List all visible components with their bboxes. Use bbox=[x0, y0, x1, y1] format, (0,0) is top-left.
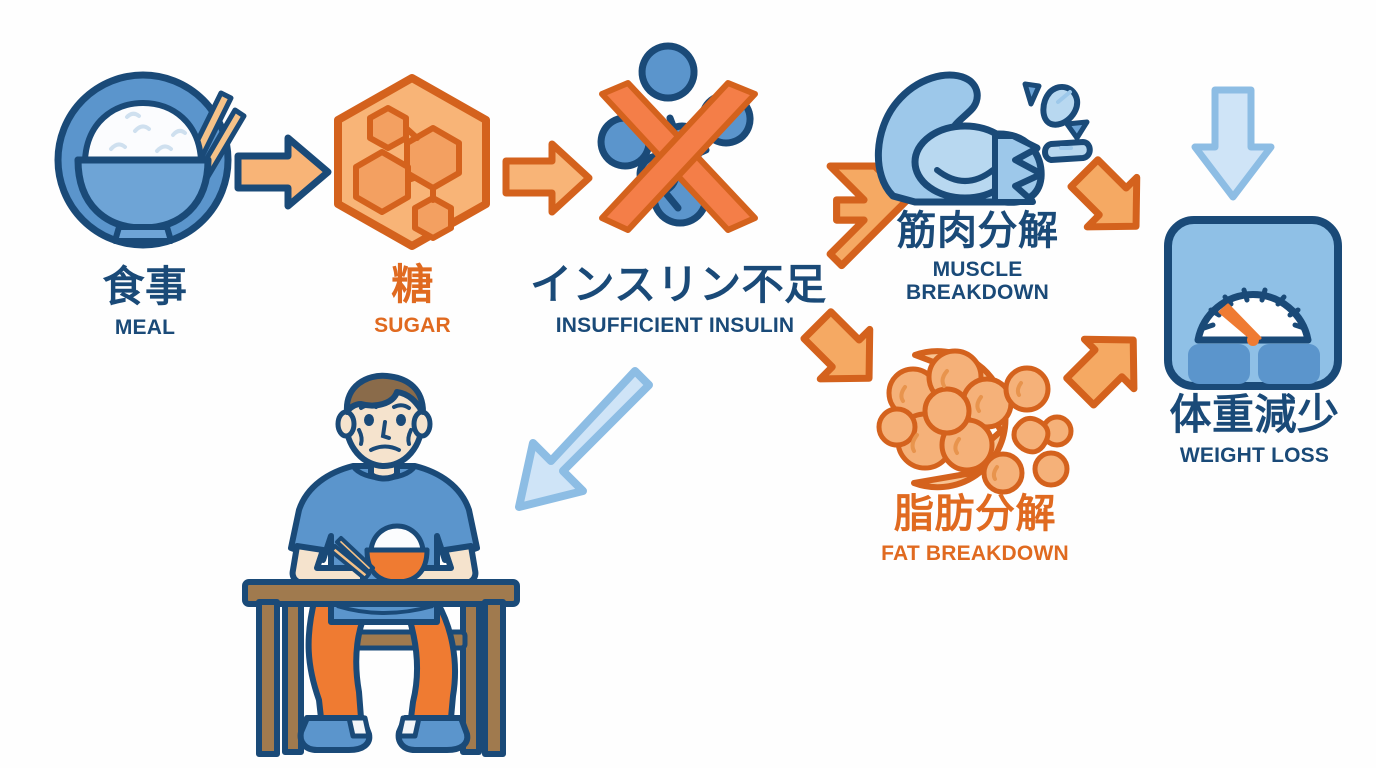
node-person-eating[interactable] bbox=[242, 370, 575, 760]
node-muscle-breakdown[interactable]: 筋肉分解 MUSCLE BREAKDOWN bbox=[855, 62, 1100, 304]
bathroom-scale-icon bbox=[1132, 212, 1376, 392]
node-muscle-label-en-line1: MUSCLE bbox=[932, 258, 1023, 281]
node-meal[interactable]: 食事 MEAL bbox=[45, 65, 247, 340]
node-fat-label-jp: 脂肪分解 bbox=[894, 492, 1056, 536]
arrow-down-onto-scale bbox=[1183, 85, 1283, 205]
node-fat-label-en: FAT BREAKDOWN bbox=[881, 542, 1069, 565]
node-meal-label-en: MEAL bbox=[114, 316, 176, 339]
node-weightloss-label-en: WEIGHT LOSS bbox=[1179, 444, 1330, 467]
node-sugar-label-en: SUGAR bbox=[374, 314, 451, 337]
arrow-insulin-to-fat bbox=[795, 308, 910, 420]
arrow-fat-to-weightloss bbox=[1062, 322, 1177, 427]
node-fat-breakdown[interactable]: 脂肪分解 FAT BREAKDOWN bbox=[855, 345, 1095, 566]
insulin-molecule-crossed-out-icon bbox=[530, 42, 820, 258]
fat-cells-dissolving-icon bbox=[855, 345, 1095, 495]
flexed-bicep-breaking-icon bbox=[855, 62, 1100, 207]
node-muscle-label-jp: 筋肉分解 bbox=[896, 209, 1059, 253]
node-weightloss-label-jp: 体重減少 bbox=[1169, 391, 1340, 438]
node-weight-loss[interactable]: 体重減少 WEIGHT LOSS bbox=[1132, 212, 1376, 468]
node-insulin-label-en: INSUFFICIENT INSULIN bbox=[555, 314, 795, 337]
rice-bowl-chopsticks-icon bbox=[45, 65, 247, 260]
arrow-meal-to-sugar bbox=[232, 128, 337, 223]
node-sugar-label-jp: 糖 bbox=[391, 261, 434, 308]
arrow-muscle-to-weightloss bbox=[1062, 156, 1177, 268]
node-sugar[interactable]: 糖 SUGAR bbox=[320, 70, 505, 338]
arrow-pointing-to-person bbox=[485, 365, 655, 525]
node-meal-label-jp: 食事 bbox=[102, 263, 188, 310]
thin-person-eating-at-table-icon bbox=[242, 370, 575, 760]
sugar-hexagon-molecule-icon bbox=[320, 70, 505, 260]
arrow-sugar-to-insulin bbox=[500, 135, 595, 227]
node-insulin-label-jp: インスリン不足 bbox=[530, 261, 827, 308]
node-insufficient-insulin[interactable]: インスリン不足 INSUFFICIENT INSULIN bbox=[530, 42, 827, 338]
node-muscle-label-en-line2: BREAKDOWN bbox=[906, 280, 1049, 304]
